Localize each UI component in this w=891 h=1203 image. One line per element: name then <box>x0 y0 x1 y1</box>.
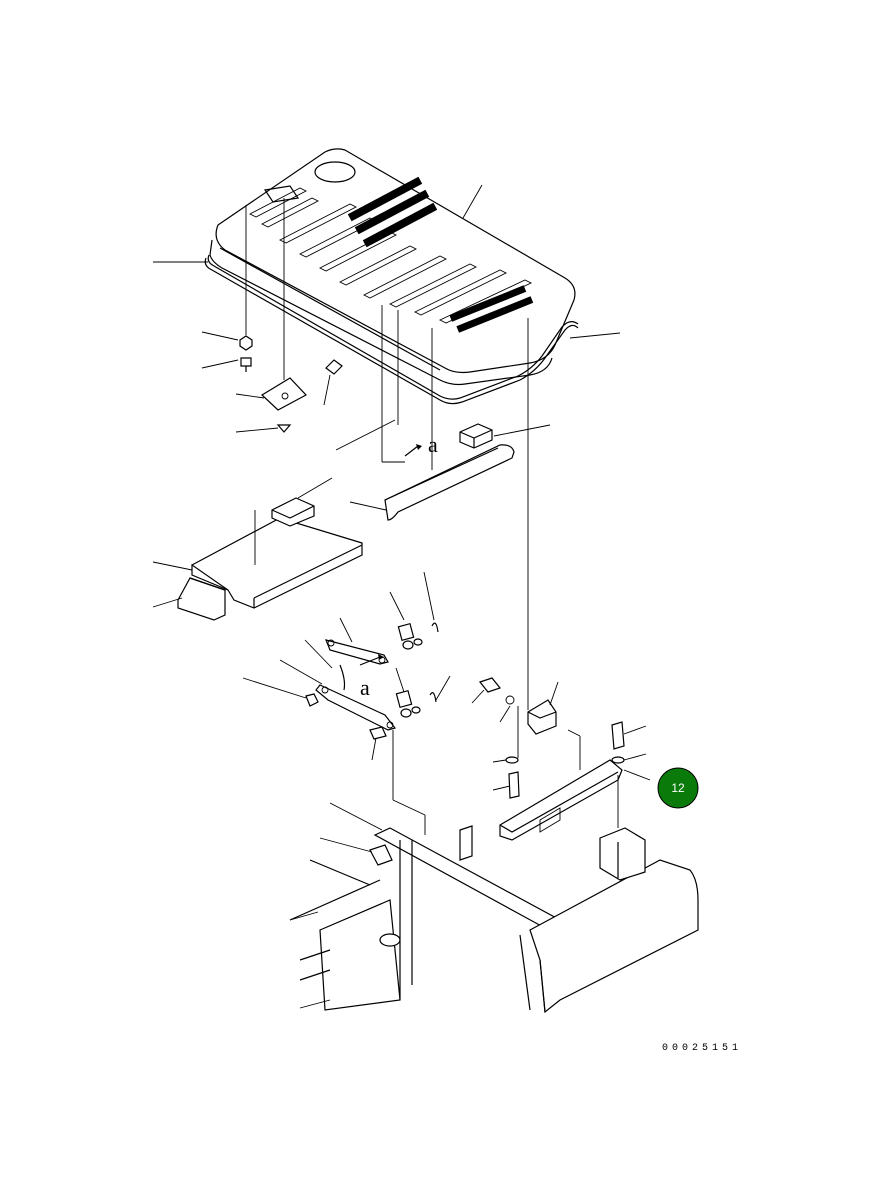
callout-number: 12 <box>671 781 685 795</box>
bolts-left <box>305 677 515 740</box>
rubber-strip <box>384 444 515 521</box>
reference-arrow-a2: a <box>359 654 384 700</box>
small-pin <box>276 359 343 433</box>
nut-and-bolt <box>239 335 253 372</box>
cushion-pad <box>459 423 493 449</box>
engine-hood <box>204 148 579 405</box>
support-arm-lower <box>315 684 397 731</box>
cab-frame <box>289 825 699 1014</box>
hinge-plate <box>261 377 307 411</box>
foam-block <box>177 577 226 621</box>
callout-badge[interactable]: 12 <box>657 767 699 809</box>
reference-arrow-a1: a <box>404 432 438 457</box>
reference-mark-a-top: a <box>428 432 438 457</box>
insulation-pad <box>190 497 363 609</box>
callout-circle[interactable] <box>657 767 699 809</box>
leader-lines <box>152 184 651 1009</box>
support-arm-upper <box>325 639 389 665</box>
latch-bracket <box>527 699 557 735</box>
bolt-washer-stack <box>505 721 625 799</box>
clevis-pins <box>339 622 439 718</box>
reference-mark-a-lower: a <box>360 675 370 700</box>
drawing-number: 00025151 <box>662 1043 743 1054</box>
